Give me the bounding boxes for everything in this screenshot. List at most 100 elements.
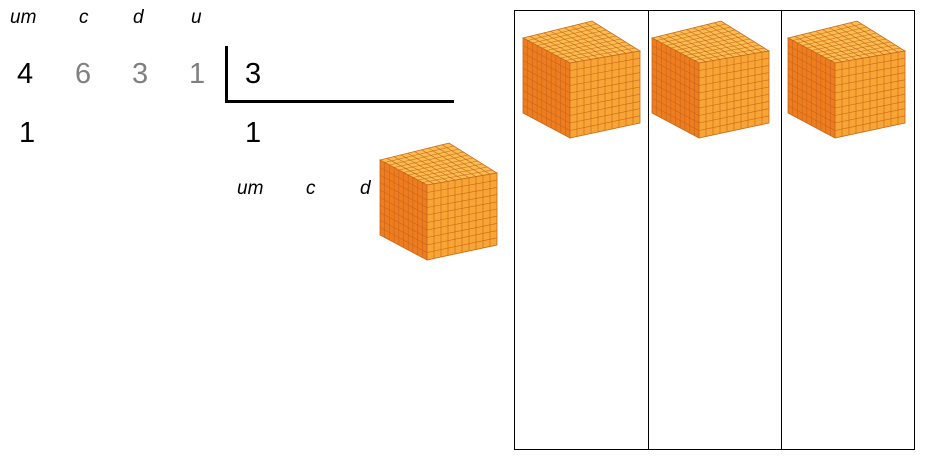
table-right-border xyxy=(914,10,915,450)
cube-grid-line xyxy=(408,160,478,176)
cube-grid-line xyxy=(651,82,700,109)
cube-grid-line xyxy=(426,223,498,238)
cube-grid-line xyxy=(428,147,477,177)
quotient-label-thousands: um xyxy=(237,178,264,199)
cube-grid-line xyxy=(651,105,700,131)
cube-grid-line xyxy=(426,215,498,231)
cube-grid-line xyxy=(426,237,498,253)
cube-grid-line xyxy=(700,25,749,55)
cube-grid-line xyxy=(651,97,700,124)
cube-grid-line xyxy=(689,44,760,59)
cube-grid-line xyxy=(560,44,631,59)
cube-grid-line xyxy=(816,38,886,54)
dividend-digit-units: 1 xyxy=(189,58,206,90)
dividend-label-thousands: um xyxy=(10,7,37,28)
cube-grid-line xyxy=(379,197,428,223)
quotient-label-tens: d xyxy=(360,178,371,199)
quotient-label-hundreds: c xyxy=(306,178,316,199)
cube-grid-line xyxy=(834,108,906,124)
dividend-digit-tens: 3 xyxy=(132,58,149,90)
dividend-label-units: u xyxy=(191,7,202,28)
cube-grid-line xyxy=(522,105,571,131)
cube-grid-line xyxy=(414,151,463,180)
cube-grid-line xyxy=(522,90,571,116)
cube-grid-line xyxy=(565,47,636,61)
cube-grid-line xyxy=(522,82,571,109)
cube-grid-line xyxy=(843,24,892,54)
cube-grid-line xyxy=(787,82,836,109)
cube-grid-line xyxy=(825,44,896,59)
cube-grid-line xyxy=(569,93,641,109)
cube-grid-line xyxy=(698,115,770,131)
cube-grid-line xyxy=(686,29,735,58)
cube-grid-line xyxy=(426,230,498,246)
cube-grid-line xyxy=(693,27,742,57)
table-divider-2 xyxy=(781,10,782,450)
cube-grid-line xyxy=(787,105,836,131)
cube-grid-line xyxy=(713,22,763,53)
cube-grid-line xyxy=(578,24,627,54)
cube-grid-line xyxy=(584,22,634,53)
cube-grid-line xyxy=(421,149,470,179)
quotient-digit: 1 xyxy=(245,117,262,149)
cube-grid-line xyxy=(564,27,613,57)
cube-grid-line xyxy=(569,115,641,131)
cube-grid-line xyxy=(830,47,901,61)
cube-grid-line xyxy=(569,101,641,116)
cube-grid-line xyxy=(694,47,765,61)
cube-grid-line xyxy=(834,86,906,101)
cube-grid-line xyxy=(651,90,700,116)
group-2-thousand-cube xyxy=(650,20,771,139)
cube-grid-line xyxy=(422,169,493,183)
table-divider-1 xyxy=(648,10,649,450)
cube-grid-line xyxy=(426,208,498,223)
cube-grid-line xyxy=(698,86,770,101)
cube-grid-line xyxy=(412,163,483,178)
cube-grid-line xyxy=(698,108,770,124)
cube-grid-line xyxy=(787,75,836,101)
cube-grid-line xyxy=(684,41,755,56)
cube-grid-line xyxy=(834,93,906,109)
cube-grid-line xyxy=(787,90,836,116)
group-3-thousand-cube xyxy=(786,20,907,139)
division-bracket-vertical xyxy=(225,46,228,103)
dividend-label-tens: d xyxy=(133,7,144,28)
cube-grid-line xyxy=(522,75,571,101)
table-bottom-border xyxy=(514,449,915,450)
cube-grid-line xyxy=(698,93,770,109)
cube-grid-line xyxy=(820,41,891,56)
cube-grid-line xyxy=(555,41,626,56)
cube-grid-line xyxy=(522,97,571,124)
cube-grid-line xyxy=(435,146,484,176)
cube-grid-line xyxy=(569,108,641,124)
cube-grid-line xyxy=(557,29,606,58)
cube-grid-line xyxy=(417,166,488,181)
cube-grid-line xyxy=(787,97,836,124)
table-left-border xyxy=(514,10,515,450)
cube-grid-line xyxy=(834,115,906,131)
dividend-digit-thousands: 4 xyxy=(17,58,34,90)
leftover-thousand-cube xyxy=(378,142,499,261)
table-top-border xyxy=(514,10,915,11)
cube-grid-line xyxy=(441,144,491,175)
cube-grid-line xyxy=(836,25,885,55)
cube-grid-line xyxy=(379,219,428,246)
group-1-thousand-cube xyxy=(521,20,642,139)
cube-grid-line xyxy=(829,27,878,57)
division-bracket-horizontal xyxy=(225,100,454,103)
cube-grid-line xyxy=(569,86,641,101)
cube-grid-line xyxy=(379,227,428,253)
cube-grid-line xyxy=(834,101,906,116)
cube-grid-line xyxy=(680,38,750,54)
cube-grid-line xyxy=(822,29,871,58)
remainder-digit: 1 xyxy=(19,117,36,149)
cube-grid-line xyxy=(379,212,428,238)
cube-grid-line xyxy=(698,101,770,116)
dividend-label-hundreds: c xyxy=(79,7,89,28)
divisor: 3 xyxy=(245,58,262,90)
cube-grid-line xyxy=(551,38,621,54)
cube-grid-line xyxy=(379,204,428,231)
cube-grid-line xyxy=(571,25,620,55)
cube-grid-line xyxy=(849,22,899,53)
cube-grid-line xyxy=(651,75,700,101)
